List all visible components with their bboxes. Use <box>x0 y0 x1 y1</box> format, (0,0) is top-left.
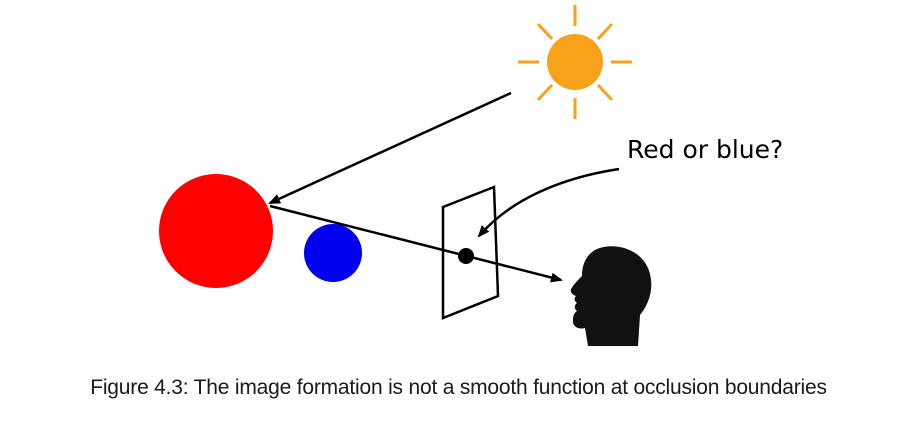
figure-caption: Figure 4.3: The image formation is not a… <box>90 376 827 399</box>
sun-disc <box>547 34 603 90</box>
red-sphere <box>159 174 273 288</box>
viewing-ray-arrow <box>269 204 563 283</box>
image-plane <box>441 185 500 320</box>
light-ray-arrow <box>268 91 512 205</box>
sun-icon <box>518 5 632 119</box>
annotation-label: Red or blue? <box>627 135 783 164</box>
human-head-icon <box>570 246 652 346</box>
pixel-dot <box>458 248 474 264</box>
blue-sphere <box>304 224 362 282</box>
annotation-arrow <box>477 167 620 238</box>
